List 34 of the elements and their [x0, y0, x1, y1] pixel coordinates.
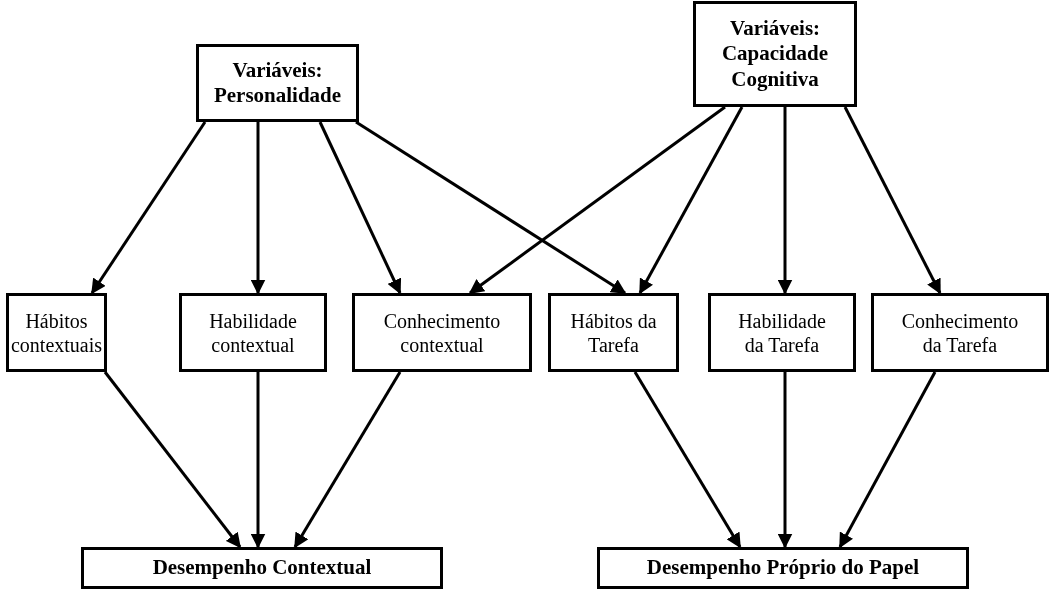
box-label: Hábitos contextuais [10, 308, 103, 357]
arrow [633, 371, 742, 549]
arrow [293, 371, 402, 549]
box-label: Hábitos da Tarefa [569, 308, 658, 357]
arrow [103, 371, 242, 549]
arrow [90, 121, 207, 295]
concept-box [871, 293, 1049, 372]
concept-box [6, 293, 107, 372]
concept-box [693, 1, 857, 107]
arrow [250, 122, 266, 295]
box-label: Desempenho Contextual [152, 555, 372, 581]
box-label: Variáveis: Personalidade [212, 57, 343, 109]
box-label: Desempenho Próprio do Papel [646, 555, 920, 581]
arrow [318, 121, 402, 295]
arrow [777, 372, 793, 549]
concept-box [548, 293, 679, 372]
concept-box [81, 547, 443, 589]
arrow [838, 371, 937, 549]
arrow [638, 106, 744, 295]
box-label: Habilidade da Tarefa [737, 308, 827, 357]
arrow [843, 106, 942, 295]
box-label: Conhecimento da Tarefa [900, 308, 1020, 357]
arrow [355, 120, 627, 295]
box-label: Habilidade contextual [208, 308, 298, 357]
arrow [777, 107, 793, 295]
concept-box [597, 547, 969, 589]
concept-box [352, 293, 532, 372]
arrow [250, 372, 266, 549]
box-label: Variáveis: Capacidade Cognitiva [720, 16, 830, 92]
concept-box [708, 293, 856, 372]
concept-box [196, 44, 359, 122]
arrow [468, 105, 726, 295]
box-label: Conhecimento contextual [382, 308, 502, 357]
concept-box [179, 293, 327, 372]
